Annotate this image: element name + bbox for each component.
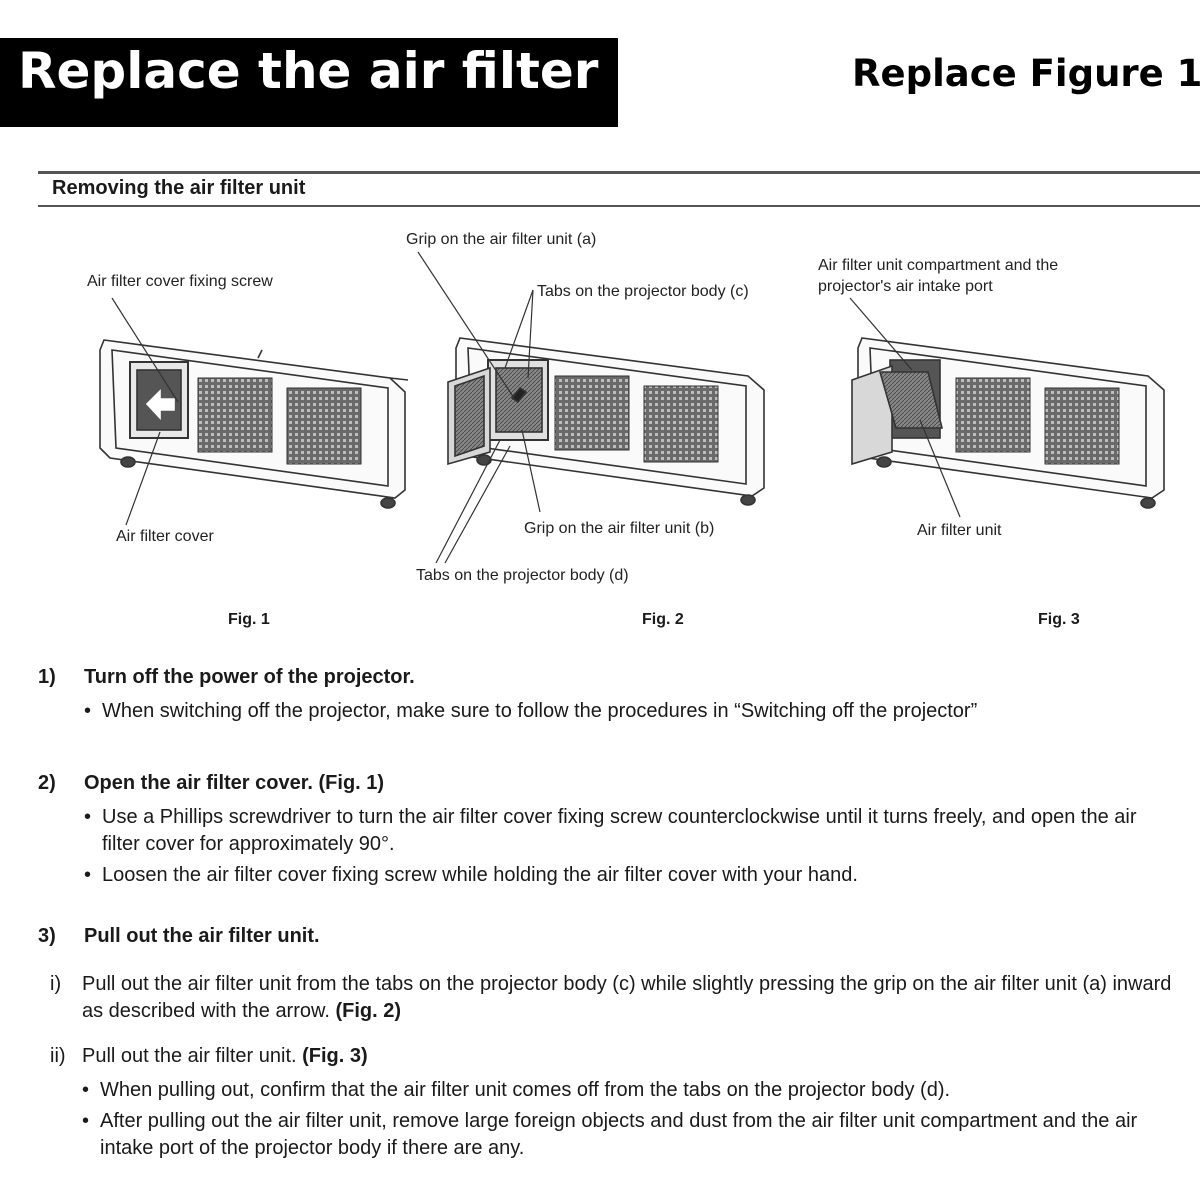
section-rule-bottom [38, 205, 1200, 207]
fig1-leaders [111, 297, 179, 526]
figures-illustration [99, 251, 1165, 564]
bullet-glyph: • [82, 1079, 90, 1101]
fig3-leaders [849, 297, 961, 518]
fig2-label: Fig. 2 [642, 611, 684, 628]
title-banner [0, 38, 618, 127]
fig1-label: Fig. 1 [228, 611, 270, 628]
bullet-glyph: • [84, 700, 92, 722]
substep-i-ref: (Fig. 2) [335, 1000, 402, 1022]
fig3-label: Fig. 3 [1038, 611, 1080, 628]
step-3-title: Pull out the air filter unit. [84, 925, 320, 947]
fig3-projector [851, 337, 1165, 509]
bullet-glyph: • [84, 864, 92, 886]
bullet-text: Loosen the air filter cover fixing screw… [102, 864, 858, 886]
substep-i-number: i) [50, 973, 62, 995]
step-2-title: Open the air filter cover. (Fig. 1) [84, 772, 385, 794]
fig3-callout-compartment-line2: projector's air intake port [818, 278, 993, 295]
figure-reference: Replace Figure 1 [852, 52, 1200, 95]
step-1-title: Turn off the power of the projector. [84, 666, 415, 688]
substep-ii-bullet-1: • When pulling out, confirm that the air… [82, 1077, 1177, 1104]
substep-i-body: Pull out the air filter unit from the ta… [82, 973, 1172, 1022]
fig2-leaders [417, 251, 541, 564]
bullet-glyph: • [82, 1110, 90, 1132]
substep-ii-number: ii) [50, 1045, 66, 1067]
bullet-text: When switching off the projector, make s… [102, 700, 978, 722]
substep-ii-bullet-2: • After pulling out the air filter unit,… [82, 1108, 1177, 1162]
fig2-callout-grip-a: Grip on the air filter unit (a) [406, 231, 597, 248]
step-1-bullet-1: • When switching off the projector, make… [84, 698, 1174, 725]
step-3-number: 3) [38, 925, 56, 947]
substep-i-text: Pull out the air filter unit from the ta… [82, 971, 1177, 1025]
step-2-bullet-2: • Loosen the air filter cover fixing scr… [84, 862, 1174, 889]
fig1-projector [99, 339, 409, 509]
fig2-callout-grip-b: Grip on the air filter unit (b) [524, 520, 715, 537]
step-1-number: 1) [38, 666, 56, 688]
section-rule-top [38, 171, 1200, 174]
page-title: Replace the air filter [18, 42, 599, 100]
substep-ii-text: Pull out the air filter unit. (Fig. 3) [82, 1043, 1177, 1070]
bullet-text: Use a Phillips screwdriver to turn the a… [102, 806, 1137, 855]
substep-ii-ref: (Fig. 3) [302, 1045, 368, 1067]
fig3-callout-unit: Air filter unit [917, 522, 1002, 539]
substep-ii-body: Pull out the air filter unit. [82, 1045, 297, 1067]
step-2-bullet-1: • Use a Phillips screwdriver to turn the… [84, 804, 1174, 858]
fig1-callout-screw: Air filter cover fixing screw [87, 273, 273, 290]
fig2-callout-tabs-d: Tabs on the projector body (d) [416, 567, 629, 584]
bullet-text: After pulling out the air filter unit, r… [100, 1110, 1138, 1159]
bullet-glyph: • [84, 806, 92, 828]
fig2-callout-tabs-c: Tabs on the projector body (c) [537, 283, 749, 300]
section-heading: Removing the air filter unit [52, 177, 306, 199]
fig1-callout-cover: Air filter cover [116, 528, 214, 545]
bullet-text: When pulling out, confirm that the air f… [100, 1079, 951, 1101]
step-2-number: 2) [38, 772, 56, 794]
fig2-projector [447, 337, 765, 506]
fig3-callout-compartment-line1: Air filter unit compartment and the [818, 257, 1059, 274]
